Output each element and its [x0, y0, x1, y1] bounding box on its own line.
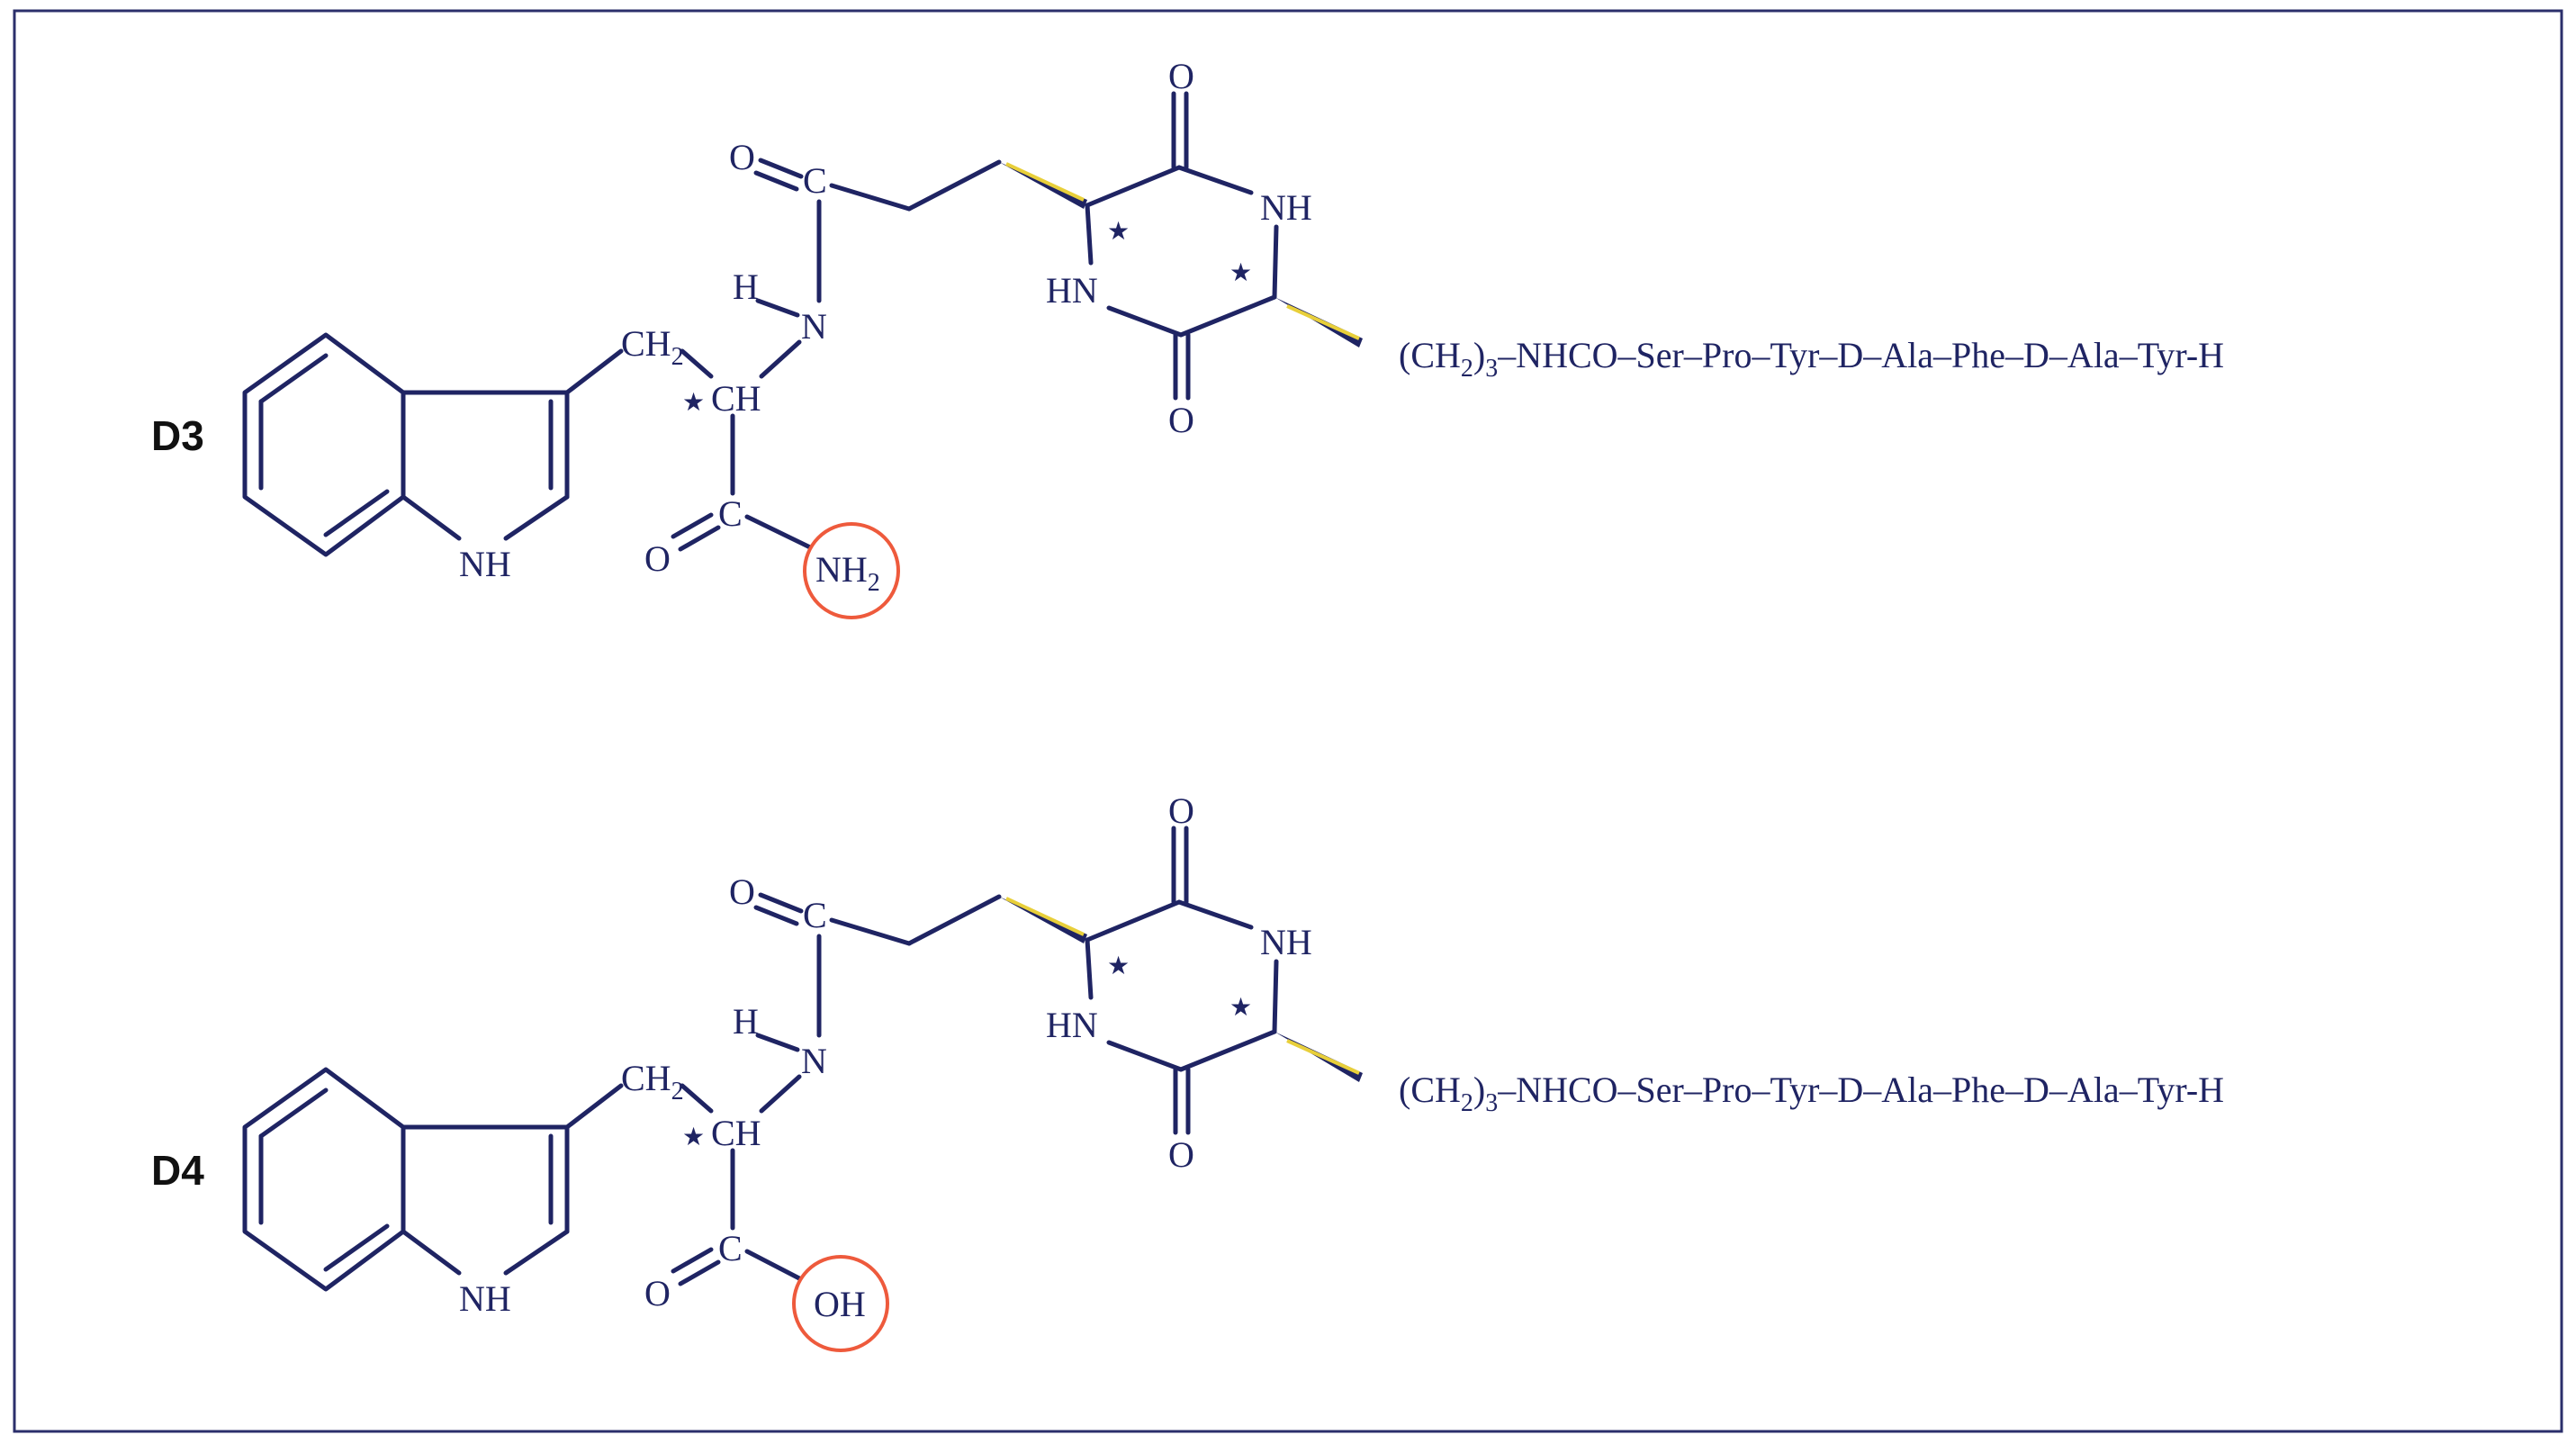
- carbonyl-c-label: C: [803, 160, 827, 201]
- wedge-accent-right: [1286, 1039, 1360, 1075]
- h-to-n-bond: [755, 1033, 800, 1052]
- carbonyl-double-bond: [753, 905, 799, 926]
- dkp-nh-label: NH: [1260, 187, 1312, 228]
- indole-inner-bond: [323, 489, 390, 537]
- dkp-ring-bond: [1176, 899, 1254, 930]
- dkp-ring-bond: [1272, 959, 1279, 1034]
- dkp-star-right: ★: [1229, 994, 1252, 1022]
- dkp-ring-bond: [1272, 224, 1279, 300]
- amide-h-label: H: [733, 266, 759, 307]
- compound-label-d4: D4: [151, 1147, 204, 1194]
- indole-pyrrole-bond: [503, 1229, 570, 1276]
- dkp-star-left: ★: [1107, 952, 1130, 980]
- linker-bond: [906, 159, 1002, 212]
- carbonyl-double-bond: [753, 170, 799, 192]
- peptide-chain-label: (CH2)3–NHCO–Ser–Pro–Tyr–D–Ala–Phe–D–Ala–…: [1399, 335, 2224, 383]
- linker-bond: [906, 894, 1002, 946]
- acid-double-bond: [671, 1247, 714, 1274]
- acid-o-label: O: [644, 538, 671, 579]
- indole-pyrrole-bond: [401, 494, 462, 541]
- indole-nh-label: NH: [459, 1278, 511, 1319]
- acid-c-label: C: [718, 1228, 743, 1268]
- carbonyl-to-linker-bond: [829, 183, 912, 212]
- wedge-accent-right: [1286, 304, 1360, 340]
- dkp-star-left: ★: [1107, 218, 1130, 246]
- indole-pyrrole-bond: [503, 494, 570, 541]
- dkp-ring-bond: [1178, 1029, 1277, 1072]
- dkp-o-bottom-label: O: [1168, 1134, 1194, 1175]
- dkp-star-right: ★: [1229, 259, 1252, 287]
- ch2-label: CH2: [621, 1058, 684, 1106]
- dkp-hn-label: HN: [1046, 1005, 1098, 1045]
- compound-label-d3: D3: [151, 412, 204, 459]
- acid-o-label: O: [644, 1273, 671, 1313]
- amide-n-label: N: [801, 306, 827, 347]
- wedge-accent: [1005, 897, 1085, 936]
- figure-frame: [13, 9, 2563, 1433]
- dkp-ring-bond: [1176, 165, 1254, 195]
- amide-h-label: H: [733, 1001, 759, 1042]
- dkp-ring-bond: [1085, 203, 1094, 266]
- terminal-group-label: OH: [814, 1284, 866, 1324]
- carbonyl-double-bond: [758, 892, 804, 914]
- peptide-chain-label: (CH2)3–NHCO–Ser–Pro–Tyr–D–Ala–Phe–D–Ala–…: [1399, 1069, 2224, 1117]
- ch-to-n-bond: [759, 339, 802, 379]
- ketone-o-label: O: [729, 871, 755, 912]
- terminal-group-label: NH2: [815, 549, 880, 597]
- stereo-star: ★: [682, 389, 705, 417]
- carbonyl-to-linker-bond: [829, 917, 912, 946]
- indole-pyrrole-bond: [401, 1229, 462, 1276]
- ketone-o-label: O: [729, 137, 755, 177]
- terminal-highlight-circle: [792, 1255, 889, 1352]
- dkp-ring-bond: [1085, 937, 1094, 1000]
- acid-double-bond: [678, 1259, 721, 1286]
- carbonyl-c-label: C: [803, 895, 827, 935]
- acid-double-bond: [678, 525, 721, 552]
- dkp-o-bottom-label: O: [1168, 400, 1194, 440]
- molecule-d3: D3 NH CH2 ★ CH H N C O C O: [151, 56, 2224, 619]
- c-to-terminal-bond: [744, 1249, 802, 1281]
- c-to-terminal-bond: [744, 514, 813, 550]
- ch2-to-ch-bond: [680, 1083, 714, 1114]
- wedge-bond: [999, 162, 1087, 209]
- dkp-ring-bond: [1085, 899, 1182, 943]
- indole-nh-label: NH: [459, 544, 511, 584]
- indole-to-ch2-bond: [564, 1083, 624, 1130]
- indole-inner-bond: [258, 1088, 329, 1139]
- wedge-accent: [1005, 162, 1085, 202]
- terminal-highlight-circle: [803, 522, 900, 619]
- acid-c-label: C: [718, 493, 743, 534]
- ch2-to-ch-bond: [680, 348, 714, 379]
- h-to-n-bond: [755, 298, 800, 318]
- indole-inner-bond: [323, 1223, 390, 1272]
- dkp-o-top-label: O: [1168, 56, 1194, 96]
- ch-label: CH: [711, 378, 761, 419]
- indole-to-ch2-bond: [564, 348, 624, 395]
- dkp-ring-bond: [1106, 305, 1184, 338]
- molecule-d4: D4 NH CH2 ★ CH H N C O C O O: [151, 790, 2224, 1352]
- indole-inner-bond: [258, 353, 329, 404]
- wedge-bond: [999, 897, 1087, 943]
- acid-double-bond: [671, 512, 714, 539]
- dkp-hn-label: HN: [1046, 270, 1098, 311]
- dkp-nh-label: NH: [1260, 922, 1312, 962]
- carbonyl-double-bond: [758, 158, 804, 179]
- amide-n-label: N: [801, 1041, 827, 1081]
- stereo-star: ★: [682, 1124, 705, 1151]
- dkp-o-top-label: O: [1168, 790, 1194, 831]
- ch-label: CH: [711, 1113, 761, 1153]
- dkp-ring-bond: [1085, 165, 1182, 208]
- ch-to-n-bond: [759, 1074, 802, 1114]
- dkp-ring-bond: [1106, 1040, 1184, 1072]
- dkp-ring-bond: [1178, 294, 1277, 338]
